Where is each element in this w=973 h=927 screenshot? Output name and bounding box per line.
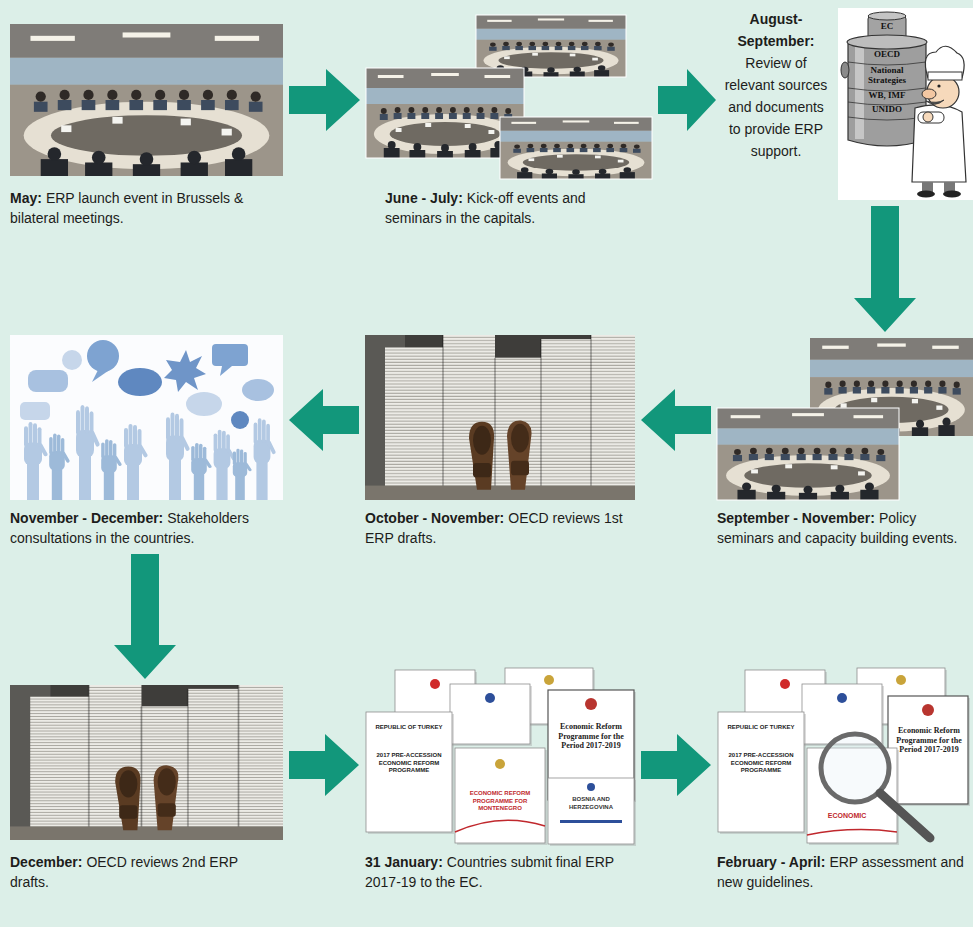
stage-date: November - December:	[10, 510, 163, 526]
cover-text: REPUBLIC OF TURKEY	[370, 724, 448, 731]
stage-box: October - November:OECD reviews 1st ERP …	[365, 335, 635, 548]
flow-arrow	[289, 734, 359, 796]
stage-box: 31 January:Countries submit final ERP 20…	[365, 668, 635, 892]
stage-box: September - November:Policy seminars and…	[717, 338, 973, 548]
pot-label: UNIDO	[850, 104, 924, 115]
cover-title: Economic Reform Programme for the Period…	[552, 722, 630, 751]
pot-label: National Strategies	[859, 65, 915, 85]
pot-label: OECD	[850, 49, 924, 60]
stage-box: June - July:Kick-off events and seminars…	[366, 15, 652, 228]
flow-arrow	[658, 69, 716, 131]
pot-label: WB, IMF	[850, 90, 924, 101]
stage-date: October - November:	[365, 510, 504, 526]
pot-label: EC	[868, 21, 906, 32]
seminar-photos	[717, 338, 973, 500]
cover-text: BOSNIA AND HERZEGOVINA	[552, 796, 630, 811]
stage-date: June - July:	[385, 190, 463, 206]
flow-arrow	[289, 389, 359, 451]
speech-bubbles-picture	[10, 335, 283, 500]
paper-stack-photo	[365, 335, 635, 500]
stage-box: February - April:ERP assessment and new …	[717, 668, 973, 892]
cover-title: ECONOMIC REFORM PROGRAMME FOR MONTENEGRO	[460, 790, 540, 813]
seminar-photos	[366, 15, 652, 179]
flow-arrow	[854, 206, 916, 332]
cover-text: REPUBLIC OF TURKEY	[722, 724, 800, 731]
paper-stack-photo	[10, 685, 283, 840]
flow-arrow	[641, 389, 711, 451]
cover-title: ECONOMIC	[812, 812, 882, 820]
flow-arrow	[289, 69, 360, 131]
stage-date: December:	[10, 854, 82, 870]
stage-date: February - April:	[717, 854, 825, 870]
document-covers	[718, 668, 970, 845]
document-covers	[366, 668, 636, 846]
stage-box: August-September:Review of relevant sour…	[722, 8, 973, 200]
stage-description: Review of relevant sources and documents…	[722, 52, 830, 162]
stage-box: December:OECD reviews 2nd ERP drafts.	[10, 685, 283, 892]
stage-box: November - December:Stakeholders consult…	[10, 335, 283, 548]
stage-box: May:ERP launch event in Brussels & bilat…	[10, 24, 283, 228]
stage-date: August-September:	[722, 8, 830, 52]
stage-date: 31 January:	[365, 854, 443, 870]
chef-cartoon	[838, 8, 973, 200]
cover-title: Economic Reform Programme for the Period…	[892, 726, 966, 755]
meeting-photo	[10, 24, 283, 176]
cover-text: 2017 PRE-ACCESSION ECONOMIC REFORM PROGR…	[728, 752, 794, 775]
stage-date: May:	[10, 190, 42, 206]
stage-date: September - November:	[717, 510, 875, 526]
flow-arrow	[641, 734, 711, 796]
flow-arrow	[114, 554, 176, 679]
stage-description: ERP launch event in Brussels & bilateral…	[10, 190, 243, 226]
cover-text: 2017 PRE-ACCESSION ECONOMIC REFORM PROGR…	[376, 752, 442, 775]
